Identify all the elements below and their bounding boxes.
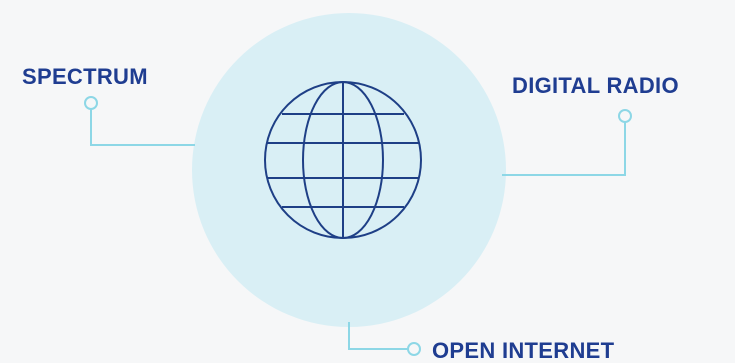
connector-spectrum (84, 96, 195, 146)
connector-digital-radio (502, 109, 632, 176)
label-open-internet: OPEN INTERNET (432, 338, 615, 363)
connector-open-internet (348, 322, 421, 356)
globe-icon (264, 81, 422, 239)
center-circle (192, 13, 506, 327)
label-spectrum: SPECTRUM (22, 64, 148, 89)
label-digital-radio: DIGITAL RADIO (512, 73, 679, 98)
